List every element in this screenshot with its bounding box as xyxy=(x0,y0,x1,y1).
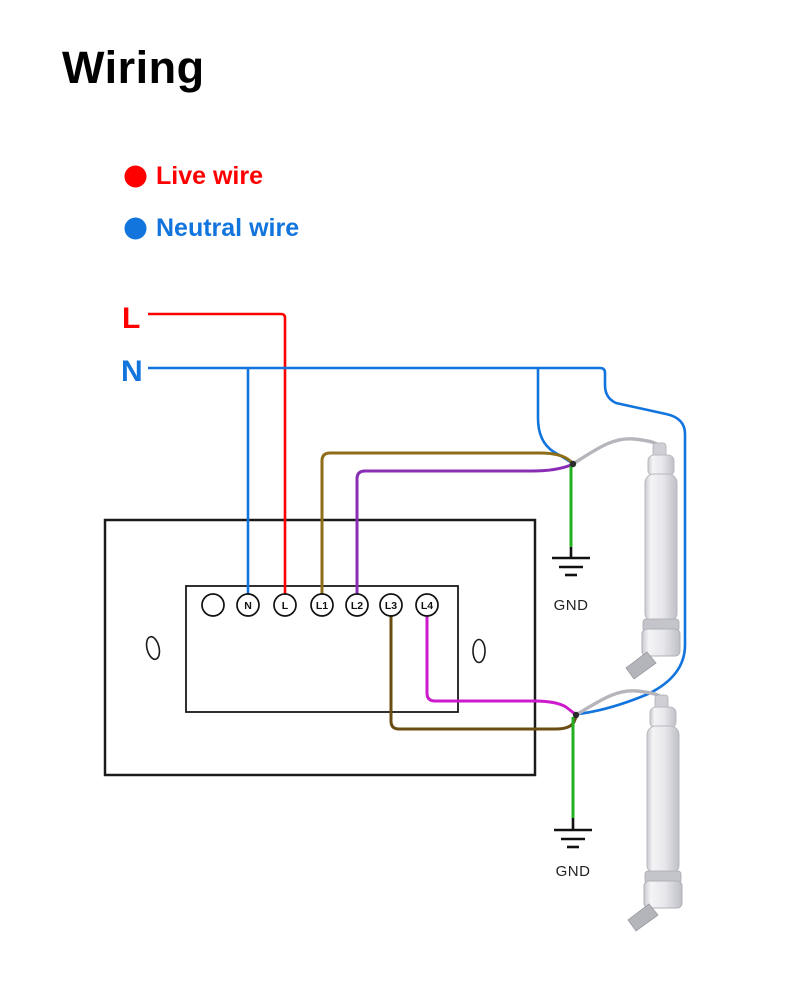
l4-wire xyxy=(425,616,576,716)
curtain-motor-1 xyxy=(625,442,681,680)
gnd-label-1: GND xyxy=(554,597,589,614)
terminals xyxy=(201,593,439,617)
motor-body xyxy=(646,725,680,875)
terminal-l4 xyxy=(415,593,439,617)
terminal-l3 xyxy=(379,593,403,617)
live-wire-path xyxy=(148,312,287,594)
motor-head xyxy=(643,880,683,909)
l2-wire xyxy=(355,463,572,594)
terminal-labels: N L L1 L2 L3 L4 xyxy=(244,600,433,612)
terminal-l xyxy=(273,593,297,617)
neutral-wire-dot-icon xyxy=(124,217,147,239)
neutral-line-label: N xyxy=(121,355,143,388)
terminal-n-label: N xyxy=(244,600,252,612)
legend-item-live: Live wire xyxy=(124,162,263,190)
motor-bracket xyxy=(627,903,659,932)
legend-label-live: Live wire xyxy=(156,162,263,190)
live-wire-dot-icon xyxy=(124,165,147,187)
terminal-l2-label: L2 xyxy=(351,600,363,612)
l1-wire xyxy=(320,451,575,594)
motor-cap xyxy=(647,454,675,477)
motor-cap xyxy=(649,706,677,729)
terminal-l1-label: L1 xyxy=(316,600,328,612)
legend-item-neutral: Neutral wire xyxy=(124,214,300,242)
motor-bracket xyxy=(625,651,657,680)
motor-body xyxy=(644,473,678,623)
motor-head xyxy=(641,628,681,657)
terminal-ground xyxy=(201,593,225,617)
ground-wires xyxy=(569,466,575,818)
motor-cable-1 xyxy=(574,437,662,464)
gnd-label-2: GND xyxy=(556,863,591,880)
terminal-l-label: L xyxy=(282,600,289,612)
terminal-l2 xyxy=(345,593,369,617)
motor-cable-2 xyxy=(577,689,665,715)
live-line-label: L xyxy=(122,302,140,335)
neutral-branch-motor-1 xyxy=(536,368,574,466)
ground-symbol-1 xyxy=(552,547,590,577)
wire-junction-2 xyxy=(572,711,580,719)
terminal-l4-label: L4 xyxy=(421,600,433,612)
live-wire xyxy=(148,312,287,594)
wire-junction-1 xyxy=(569,460,577,468)
curtain-motor-2 xyxy=(627,694,683,932)
panel-slot-left xyxy=(145,635,161,661)
ground-symbol-2 xyxy=(554,818,592,849)
legend-label-neutral: Neutral wire xyxy=(156,214,300,242)
panel-slot-right xyxy=(472,638,486,664)
neutral-wire-path xyxy=(148,366,687,716)
terminal-l1 xyxy=(310,593,334,617)
terminal-n xyxy=(236,593,260,617)
terminal-l3-label: L3 xyxy=(385,600,397,612)
page-title: Wiring xyxy=(62,42,205,93)
